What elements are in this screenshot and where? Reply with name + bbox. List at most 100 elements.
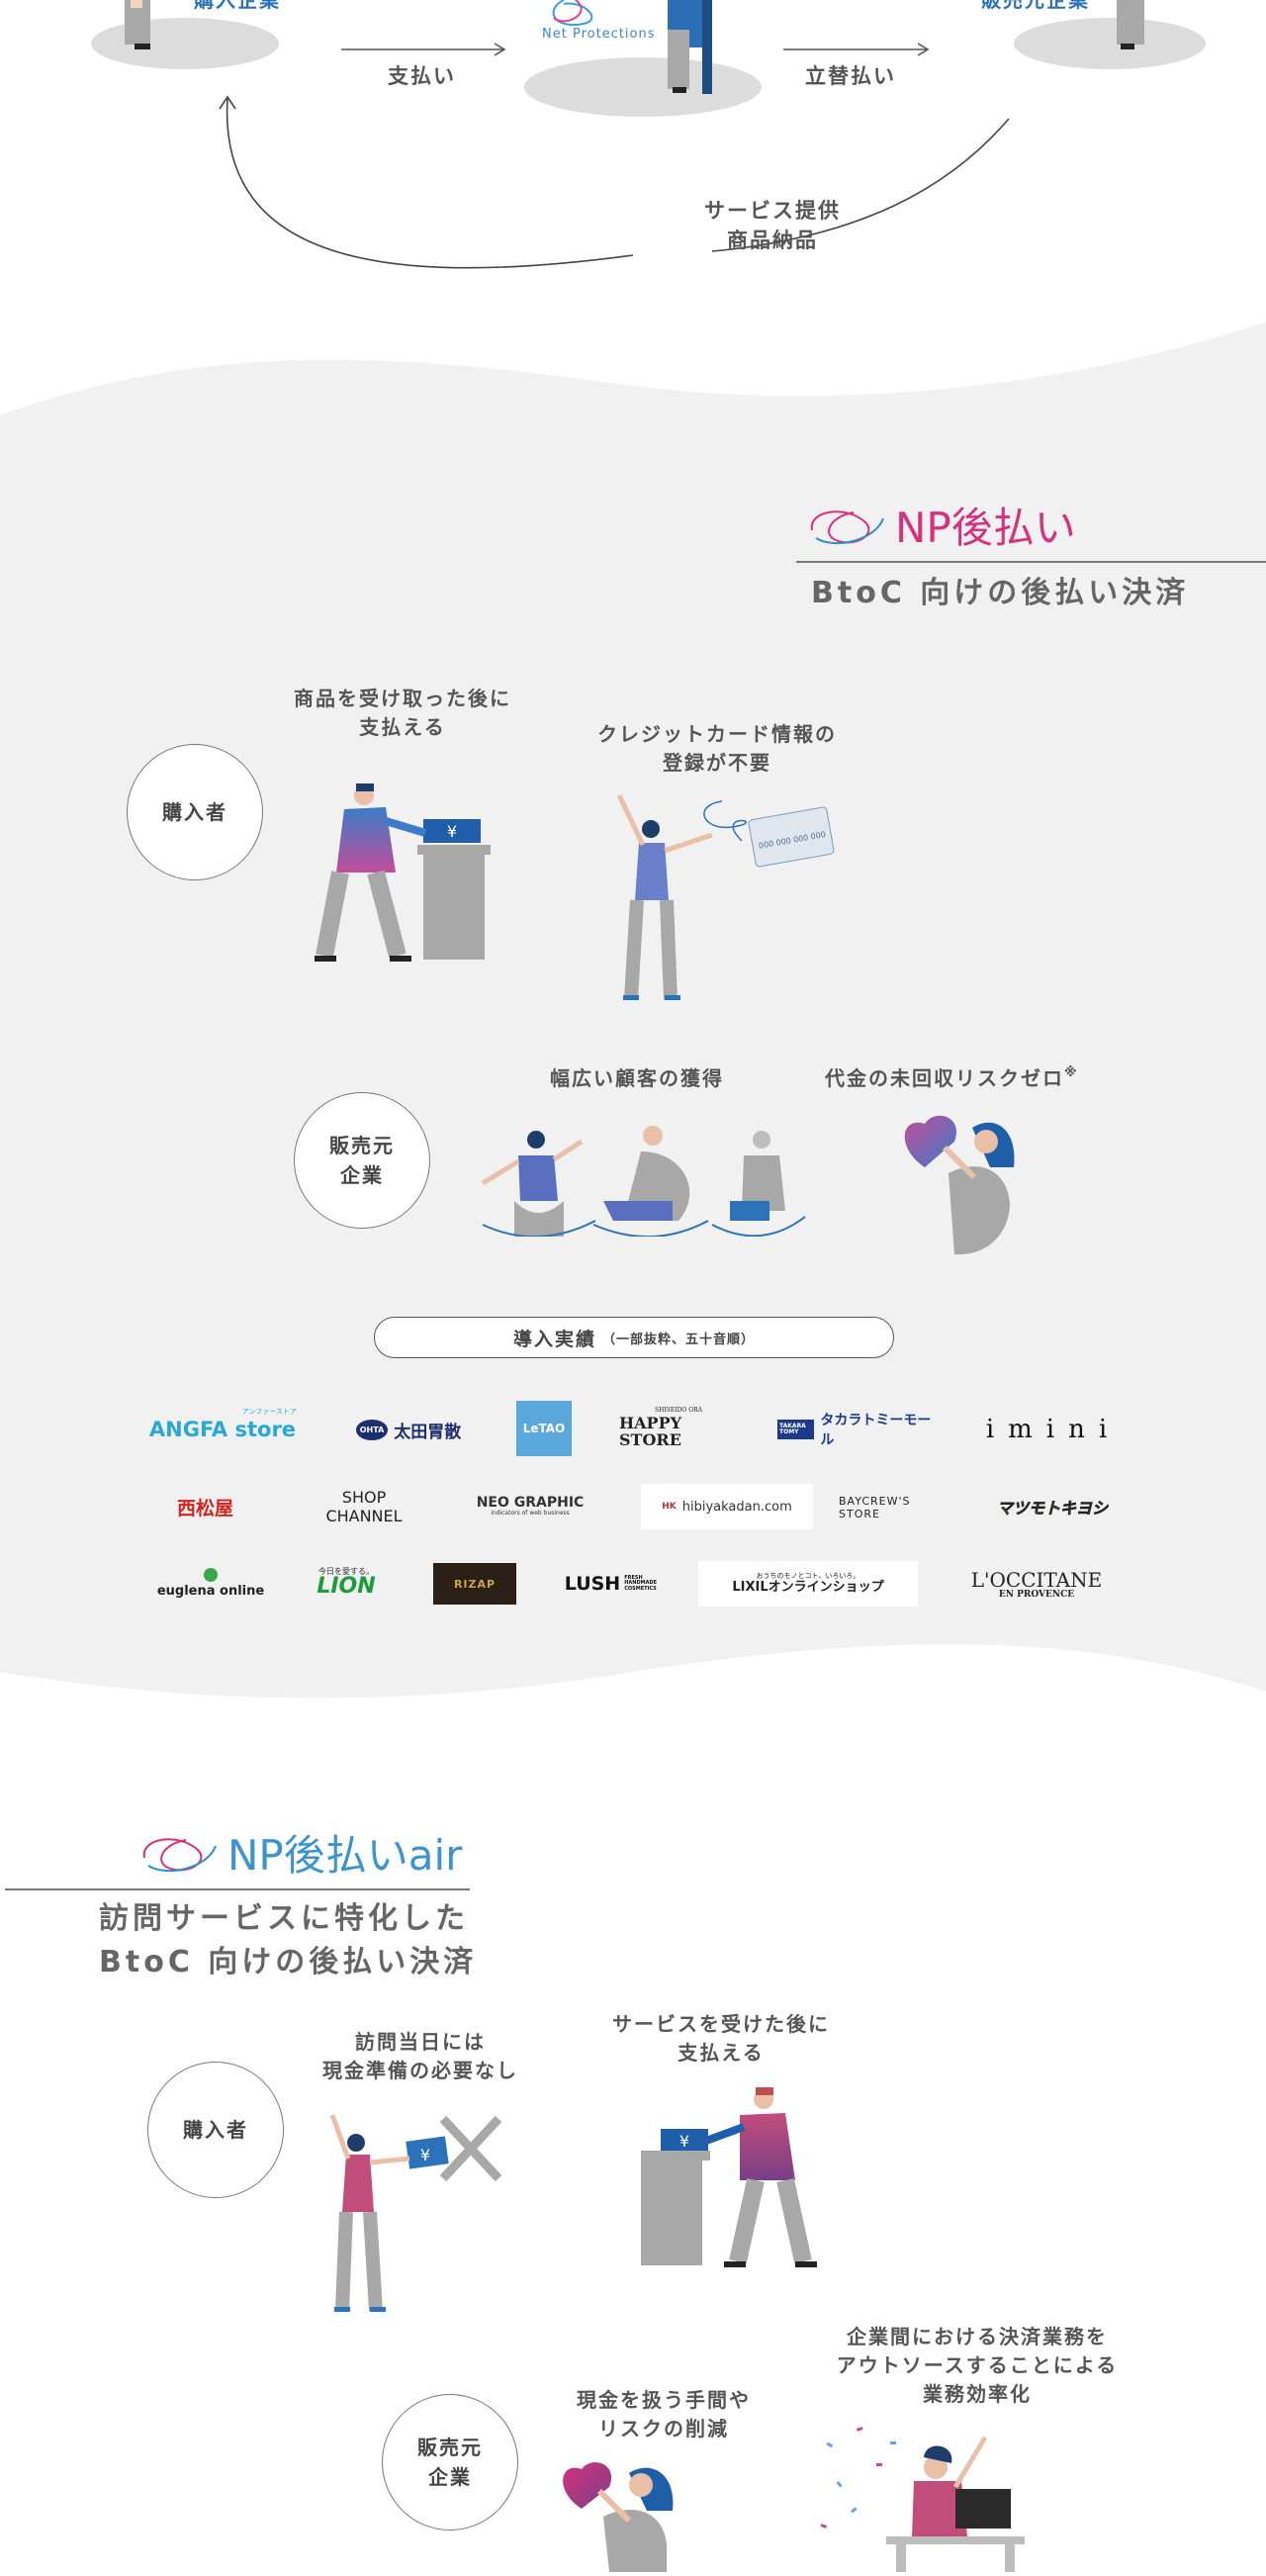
np-atobarai-brand: NP後払い bbox=[806, 495, 1076, 555]
payment-arrow-label: 支払い bbox=[388, 64, 456, 88]
np-center-figure bbox=[524, 0, 762, 117]
reduce-risk-heart-illustration bbox=[563, 2462, 674, 2572]
logo-happy-text: HAPPY STORE bbox=[619, 1413, 682, 1450]
np-air-seller-point1: 現金を扱う手間や リスクの削減 bbox=[550, 2386, 777, 2443]
np-pay-after-receipt-figure: ¥ bbox=[307, 782, 495, 969]
np-air-swirl-logo-icon bbox=[142, 1837, 217, 1872]
no-cash-needed-illustration: ¥ bbox=[329, 2114, 502, 2312]
logo-takaratomy-text: タカラトミーモール bbox=[820, 1413, 932, 1448]
advance-payment-arrow-label: 立替払い bbox=[805, 64, 896, 88]
np-air-seller-point1-line2: リスクの削減 bbox=[598, 2417, 729, 2440]
logo-neo-small: indicators of web business bbox=[491, 1510, 570, 1518]
logo-lion: 今日を愛する。 LION bbox=[305, 1561, 388, 1605]
np-seller-circle: 販売元 企業 bbox=[294, 1092, 430, 1229]
logo-imini-text: imini bbox=[985, 1415, 1122, 1444]
no-credit-card-illustration: 000 000 000 000 bbox=[616, 793, 835, 1000]
logo-nishimatsuya-text: 西松屋 bbox=[176, 1497, 233, 1519]
np-air-seller-point2-line3: 業務効率化 bbox=[923, 2382, 1032, 2406]
np-air-seller-point1-line1: 現金を扱う手間や bbox=[577, 2388, 751, 2412]
logo-matsumotokiyoshi: マツモトキヨシ bbox=[993, 1492, 1112, 1521]
service-delivery-line1: サービス提供 bbox=[704, 199, 841, 223]
logo-shop-channel: SHOP CHANNEL bbox=[315, 1484, 413, 1529]
logo-lixil-small: おうちのモノとコト、いろいろ。 bbox=[756, 1572, 860, 1580]
seller-company-illustration bbox=[1014, 0, 1206, 69]
np-air-reduce-cash-risk-figure bbox=[554, 2455, 682, 2572]
np-wide-customers-figure bbox=[475, 1122, 811, 1238]
logo-loccitane-small: EN PROVENCE bbox=[998, 1589, 1075, 1600]
np-no-credit-card-figure: 000 000 000 000 bbox=[603, 791, 841, 1009]
np-buyer-point1-line2: 支払える bbox=[359, 715, 446, 739]
logo-lush-text: LUSH bbox=[564, 1573, 621, 1595]
service-delivery-line2: 商品納品 bbox=[727, 229, 818, 253]
np-buyer-point1: 商品を受け取った後に 支払える bbox=[279, 685, 526, 742]
logo-euglena-text: euglena online bbox=[156, 1583, 265, 1599]
np-buyer-point2-line2: 登録が不要 bbox=[663, 751, 771, 775]
logo-baycrews-text: BAYCREW'S STORE bbox=[839, 1495, 911, 1520]
buyer-company-illustration bbox=[91, 0, 279, 69]
buyer-company-label: 購入企業 bbox=[194, 0, 281, 12]
logo-hibiyakadan-text: hibiyakadan.com bbox=[681, 1499, 792, 1515]
np-air-rule bbox=[5, 1888, 470, 1890]
np-air-buyer-point1: 訪問当日には 現金準備の必要なし bbox=[297, 2028, 544, 2085]
service-yen-note-symbol: ¥ bbox=[679, 2132, 689, 2151]
np-seller-point2-note: ※ bbox=[1064, 1065, 1079, 1080]
logo-angfa: ANGFA store アンファーストア bbox=[148, 1408, 297, 1446]
np-air-buyer-point1-line2: 現金準備の必要なし bbox=[322, 2059, 518, 2082]
logo-happy-small: SHISEIDO ORA bbox=[655, 1407, 702, 1415]
logo-hibiyakadan: HK hibiyakadan.com bbox=[641, 1484, 813, 1529]
np-air-seller-circle-line2: 企業 bbox=[428, 2465, 472, 2489]
yen-note-symbol: ¥ bbox=[447, 822, 457, 841]
logo-angfa-small: アンファーストア bbox=[241, 1408, 297, 1416]
np-air-buyer-circle-text: 購入者 bbox=[183, 2118, 248, 2142]
np-center-illustration bbox=[524, 0, 762, 117]
np-air-buyer-point2-line1: サービスを受けた後に bbox=[612, 2012, 830, 2036]
wide-customers-illustration bbox=[481, 1126, 806, 1238]
logo-letao-text: LeTAO bbox=[522, 1422, 566, 1435]
np-air-subtitle-line2: BtoC 向けの後払い決済 bbox=[99, 1944, 478, 1979]
np-air-buyer-circle: 購入者 bbox=[147, 2062, 284, 2198]
np-air-buyer-point2-line2: 支払える bbox=[678, 2041, 765, 2065]
euglena-leaf-icon bbox=[204, 1567, 218, 1582]
np-seller-circle-line2: 企業 bbox=[340, 1163, 384, 1187]
pay-after-service-illustration: ¥ bbox=[637, 2087, 817, 2267]
np-air-brand: NP後払いair bbox=[138, 1822, 462, 1883]
logo-imini: imini bbox=[985, 1413, 1122, 1446]
seller-company-figure bbox=[1014, 0, 1207, 71]
logo-lixil: おうちのモノとコト、いろいろ。 LIXILオンラインショップ bbox=[698, 1561, 918, 1607]
np-air-seller-circle: 販売元 企業 bbox=[382, 2394, 518, 2530]
np-atobarai-subtitle: BtoC 向けの後払い決済 bbox=[811, 576, 1190, 610]
np-intro-title: 導入実績 bbox=[512, 1328, 596, 1350]
logo-matsukiyo-text: マツモトキヨシ bbox=[996, 1499, 1109, 1518]
np-air-seller-circle-line1: 販売元 bbox=[417, 2436, 483, 2459]
np-logo-caption: Net Protections bbox=[542, 27, 656, 42]
np-buyer-circle-text: 購入者 bbox=[162, 800, 227, 824]
logo-hk-badge: HK bbox=[662, 1502, 677, 1512]
logo-baycrews: BAYCREW'S STORE bbox=[839, 1488, 953, 1527]
logo-lixil-text: LIXILオンラインショップ bbox=[732, 1580, 884, 1596]
np-air-seller-point2: 企業間における決済業務を アウトソースすることによる 業務効率化 bbox=[809, 2323, 1145, 2409]
logo-angfa-text: ANGFA store bbox=[148, 1418, 297, 1441]
logo-shop-channel-text: SHOP CHANNEL bbox=[325, 1488, 403, 1525]
logo-letao: LeTAO bbox=[516, 1401, 572, 1456]
np-air-outsourcing-figure bbox=[817, 2414, 1044, 2572]
logo-ohta-text: 太田胃散 bbox=[394, 1422, 462, 1442]
outsourcing-efficiency-illustration bbox=[820, 2427, 1025, 2572]
logo-loccitane-text: L'OCCITANE bbox=[970, 1567, 1103, 1592]
air-yen-note-symbol: ¥ bbox=[420, 2146, 430, 2164]
logo-neo-graphic-text: NEO GRAPHIC bbox=[476, 1495, 585, 1511]
np-intro-note: （一部抜粋、五十音順） bbox=[602, 1332, 756, 1347]
logo-takara-badge: TAKARA TOMY bbox=[777, 1420, 815, 1439]
flow-arrows bbox=[219, 43, 1010, 269]
np-atobarai-brand-text: NP後払い bbox=[895, 504, 1076, 552]
np-zero-risk-figure bbox=[895, 1108, 1024, 1256]
np-air-seller-point2-line1: 企業間における決済業務を bbox=[847, 2325, 1108, 2348]
np-air-seller-point2-line2: アウトソースすることによる bbox=[836, 2353, 1119, 2377]
logo-nishimatsuya: 西松屋 bbox=[148, 1490, 262, 1523]
logo-happy-store: SHISEIDO ORA HAPPY STORE bbox=[619, 1405, 738, 1452]
zero-risk-heart-illustration bbox=[904, 1115, 1015, 1255]
logo-loccitane: L'OCCITANE EN PROVENCE bbox=[957, 1563, 1116, 1607]
np-seller-point2-text: 代金の未回収リスクゼロ bbox=[825, 1066, 1064, 1090]
np-buyer-point2-line1: クレジットカード情報の bbox=[597, 722, 837, 746]
logo-lush: LUSH FRESH HANDMADE COSMETICS bbox=[556, 1567, 659, 1601]
logo-lion-text: LION bbox=[316, 1574, 376, 1599]
